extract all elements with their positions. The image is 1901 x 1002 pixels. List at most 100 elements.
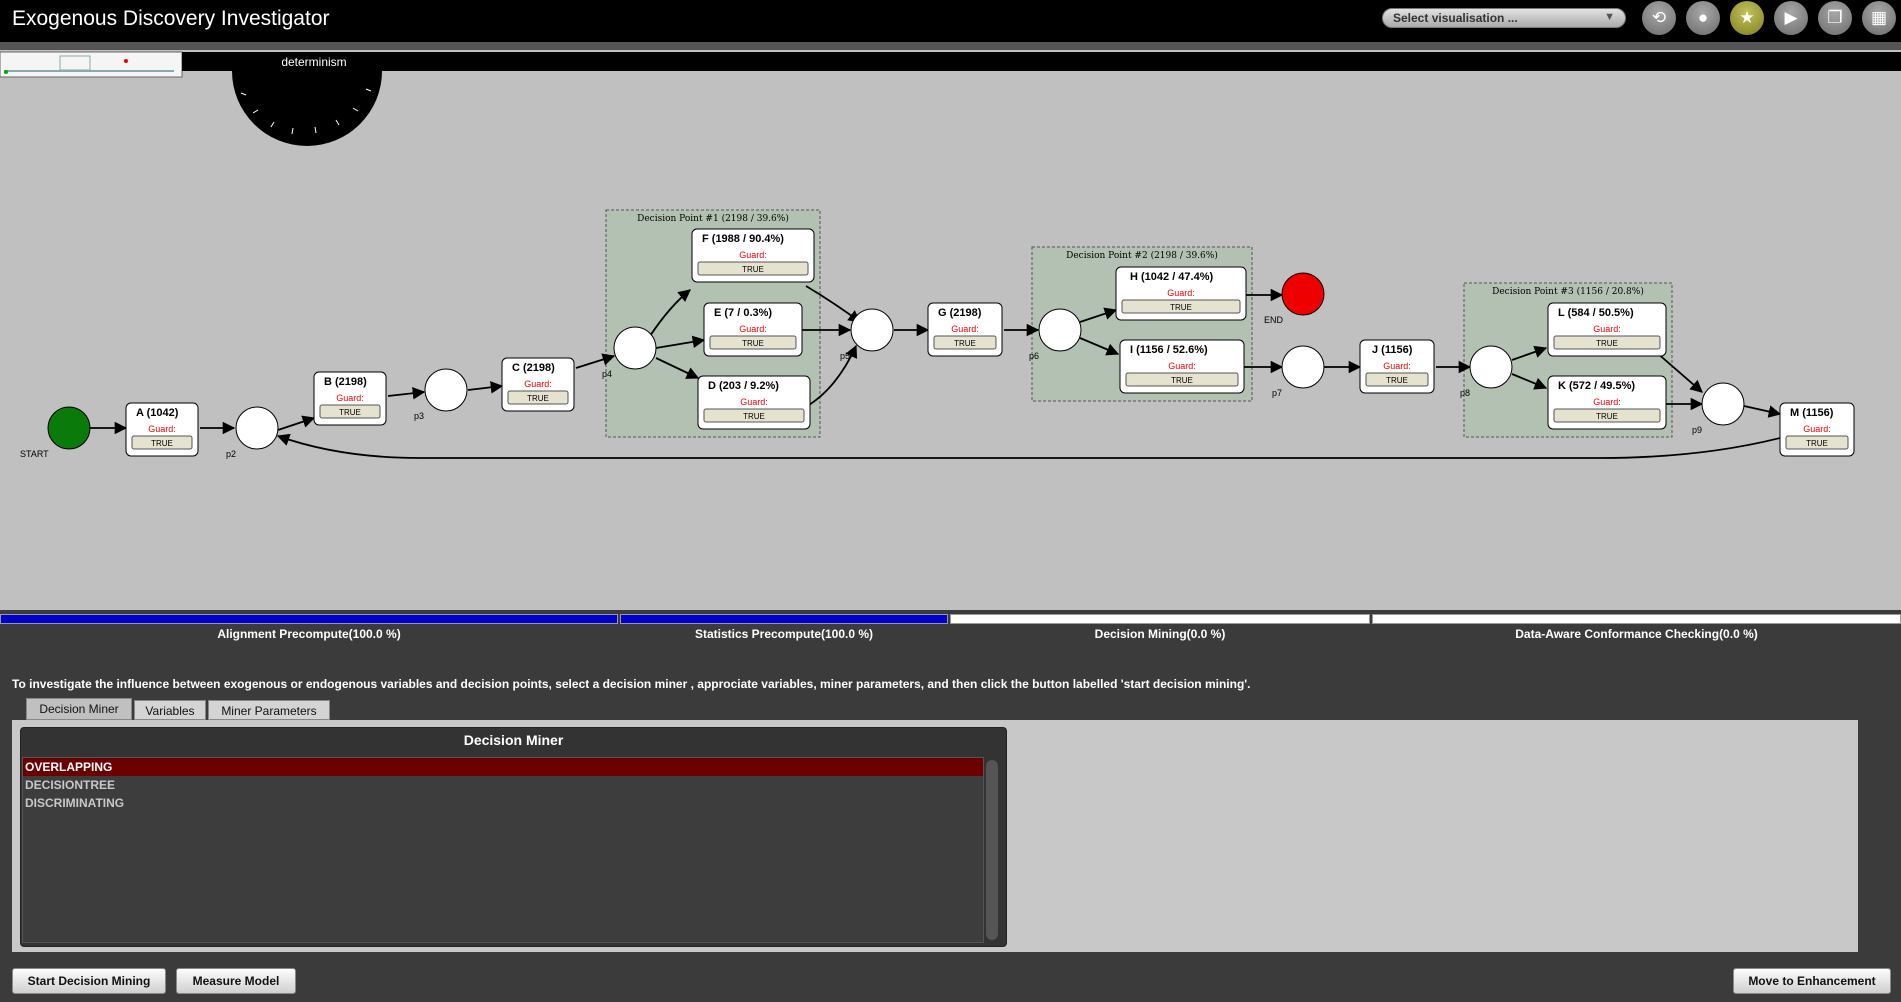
- list-item[interactable]: OVERLAPPING: [23, 758, 983, 776]
- decision-point-1-label: Decision Point #1 (2198 / 39.6%): [637, 213, 789, 224]
- guard-label: Guard:: [739, 324, 767, 334]
- place-p8[interactable]: [1469, 345, 1513, 389]
- guard-value: TRUE: [1596, 339, 1618, 348]
- transition-m[interactable]: M (1156) Guard: TRUE: [1779, 402, 1855, 457]
- guard-label: Guard:: [1593, 324, 1621, 334]
- transition-g[interactable]: G (2198) Guard: TRUE: [927, 302, 1003, 357]
- transition-i[interactable]: I (1156 / 52.6%) Guard: TRUE: [1119, 339, 1245, 394]
- guard-label: Guard:: [1593, 397, 1621, 407]
- title-bar: Exogenous Discovery Investigator Select …: [0, 0, 1901, 42]
- drop-icon[interactable]: ●: [1686, 1, 1720, 35]
- end-place[interactable]: [1281, 272, 1325, 316]
- place-p3[interactable]: [424, 368, 468, 412]
- guard-label: Guard:: [148, 424, 176, 434]
- guard-value: TRUE: [1170, 303, 1192, 312]
- transition-k[interactable]: K (572 / 49.5%) Guard: TRUE: [1547, 375, 1667, 430]
- grid-icon[interactable]: ▦: [1862, 1, 1896, 35]
- end-label: END: [1264, 315, 1284, 325]
- start-decision-mining-button[interactable]: Start Decision Mining: [12, 968, 166, 994]
- refresh-icon[interactable]: ⟲: [1642, 1, 1676, 35]
- net-arcs: [90, 285, 1782, 459]
- transition-g-label: G (2198): [938, 307, 982, 319]
- guard-value: TRUE: [1596, 412, 1618, 421]
- transition-f[interactable]: F (1988 / 90.4%) Guard: TRUE: [691, 228, 815, 283]
- measure-model-button[interactable]: Measure Model: [176, 968, 296, 994]
- decision-miner-title: Decision Miner: [463, 732, 564, 748]
- miner-list-scrollbar[interactable]: [986, 760, 998, 940]
- transition-h-label: H (1042 / 47.4%): [1130, 271, 1213, 283]
- place-label-p9: p9: [1692, 425, 1702, 435]
- tab-decision-miner[interactable]: Decision Miner: [26, 698, 132, 720]
- guard-value: TRUE: [954, 339, 976, 348]
- guard-label: Guard:: [1383, 361, 1411, 371]
- guard-value: TRUE: [743, 412, 765, 421]
- transition-a[interactable]: A (1042) Guard: TRUE: [125, 402, 199, 457]
- guard-value: TRUE: [742, 339, 764, 348]
- transition-d[interactable]: D (203 / 9.2%) Guard: TRUE: [697, 375, 811, 430]
- conformance-progress-label: Data-Aware Conformance Checking(0.0 %): [1515, 627, 1758, 641]
- guard-label: Guard:: [1803, 424, 1831, 434]
- decision-point-2-label: Decision Point #2 (2198 / 39.6%): [1066, 250, 1218, 261]
- guard-label: Guard:: [524, 379, 552, 389]
- overview-minimap[interactable]: [0, 51, 183, 78]
- gauge-strip: [182, 52, 1901, 71]
- decision-mining-progress-bar: [950, 614, 1370, 624]
- place-p2[interactable]: [235, 406, 279, 450]
- progress-section: Alignment Precompute(100.0 %) Statistics…: [0, 610, 1901, 650]
- place-p6[interactable]: [1038, 308, 1082, 352]
- guard-value: TRUE: [527, 394, 549, 403]
- list-item[interactable]: DISCRIMINATING: [25, 796, 125, 810]
- transition-e-label: E (7 / 0.3%): [714, 307, 772, 319]
- place-label-p7: p7: [1272, 388, 1282, 398]
- alignment-progress-bar: [0, 614, 618, 624]
- guard-label: Guard:: [951, 324, 979, 334]
- move-to-enhancement-button[interactable]: Move to Enhancement: [1733, 968, 1891, 994]
- decision-miner-list[interactable]: OVERLAPPING DECISIONTREE DISCRIMINATING: [22, 757, 984, 943]
- start-label: START: [20, 449, 49, 459]
- list-item[interactable]: DECISIONTREE: [25, 778, 116, 792]
- transition-b[interactable]: B (2198) Guard: TRUE: [313, 371, 387, 426]
- visualisation-select-value: Select visualisation ...: [1393, 11, 1518, 25]
- place-label-p3: p3: [414, 411, 424, 421]
- gauge-ticks: [240, 88, 372, 135]
- net-places: [47, 272, 1745, 450]
- statistics-progress-bar: [620, 614, 948, 624]
- place-label-p6: p6: [1029, 351, 1039, 361]
- petri-net-graph: determinism Decision Point #1 (2198 / 39…: [0, 51, 1901, 459]
- transition-m-label: M (1156): [1790, 407, 1834, 419]
- transition-f-label: F (1988 / 90.4%): [702, 233, 784, 245]
- place-p4[interactable]: [613, 326, 657, 370]
- minimap-preview: [4, 55, 174, 74]
- guard-label: Guard:: [740, 397, 768, 407]
- star-icon[interactable]: ★: [1730, 1, 1764, 35]
- place-p9[interactable]: [1701, 382, 1745, 426]
- place-labels: START p2 p3 p4 p5 p6 END p7 p8 p9: [20, 315, 1702, 459]
- transition-j[interactable]: J (1156) Guard: TRUE: [1359, 339, 1435, 394]
- transition-a-label: A (1042): [136, 407, 179, 419]
- transition-h[interactable]: H (1042 / 47.4%) Guard: TRUE: [1115, 266, 1247, 321]
- tab-variables[interactable]: Variables: [134, 700, 206, 720]
- copy-icon[interactable]: ❐: [1818, 1, 1852, 35]
- transition-l[interactable]: L (584 / 50.5%) Guard: TRUE: [1547, 302, 1667, 357]
- petri-net-canvas[interactable]: determinism Decision Point #1 (2198 / 39…: [0, 50, 1901, 610]
- transition-e[interactable]: E (7 / 0.3%) Guard: TRUE: [703, 302, 803, 357]
- guard-value: TRUE: [339, 408, 361, 417]
- start-place[interactable]: [47, 406, 91, 450]
- transition-k-label: K (572 / 49.5%): [1558, 380, 1635, 392]
- alignment-progress-label: Alignment Precompute(100.0 %): [217, 627, 401, 641]
- transition-c[interactable]: C (2198) Guard: TRUE: [501, 357, 575, 412]
- place-label-p2: p2: [226, 449, 236, 459]
- tab-miner-parameters[interactable]: Miner Parameters: [208, 700, 330, 720]
- transition-c-label: C (2198): [512, 362, 555, 374]
- instructions-text: To investigate the influence between exo…: [12, 677, 1251, 691]
- statistics-progress-label: Statistics Precompute(100.0 %): [694, 627, 874, 641]
- place-label-p4: p4: [602, 369, 612, 379]
- place-p5[interactable]: [850, 308, 894, 352]
- transition-l-label: L (584 / 50.5%): [1558, 307, 1634, 319]
- visualisation-select[interactable]: Select visualisation ... ▼: [1382, 8, 1626, 28]
- place-p7[interactable]: [1281, 345, 1325, 389]
- guard-label: Guard:: [739, 250, 767, 260]
- guard-label: Guard:: [1167, 288, 1195, 298]
- transition-i-label: I (1156 / 52.6%): [1130, 344, 1208, 356]
- play-icon[interactable]: ▶: [1774, 1, 1808, 35]
